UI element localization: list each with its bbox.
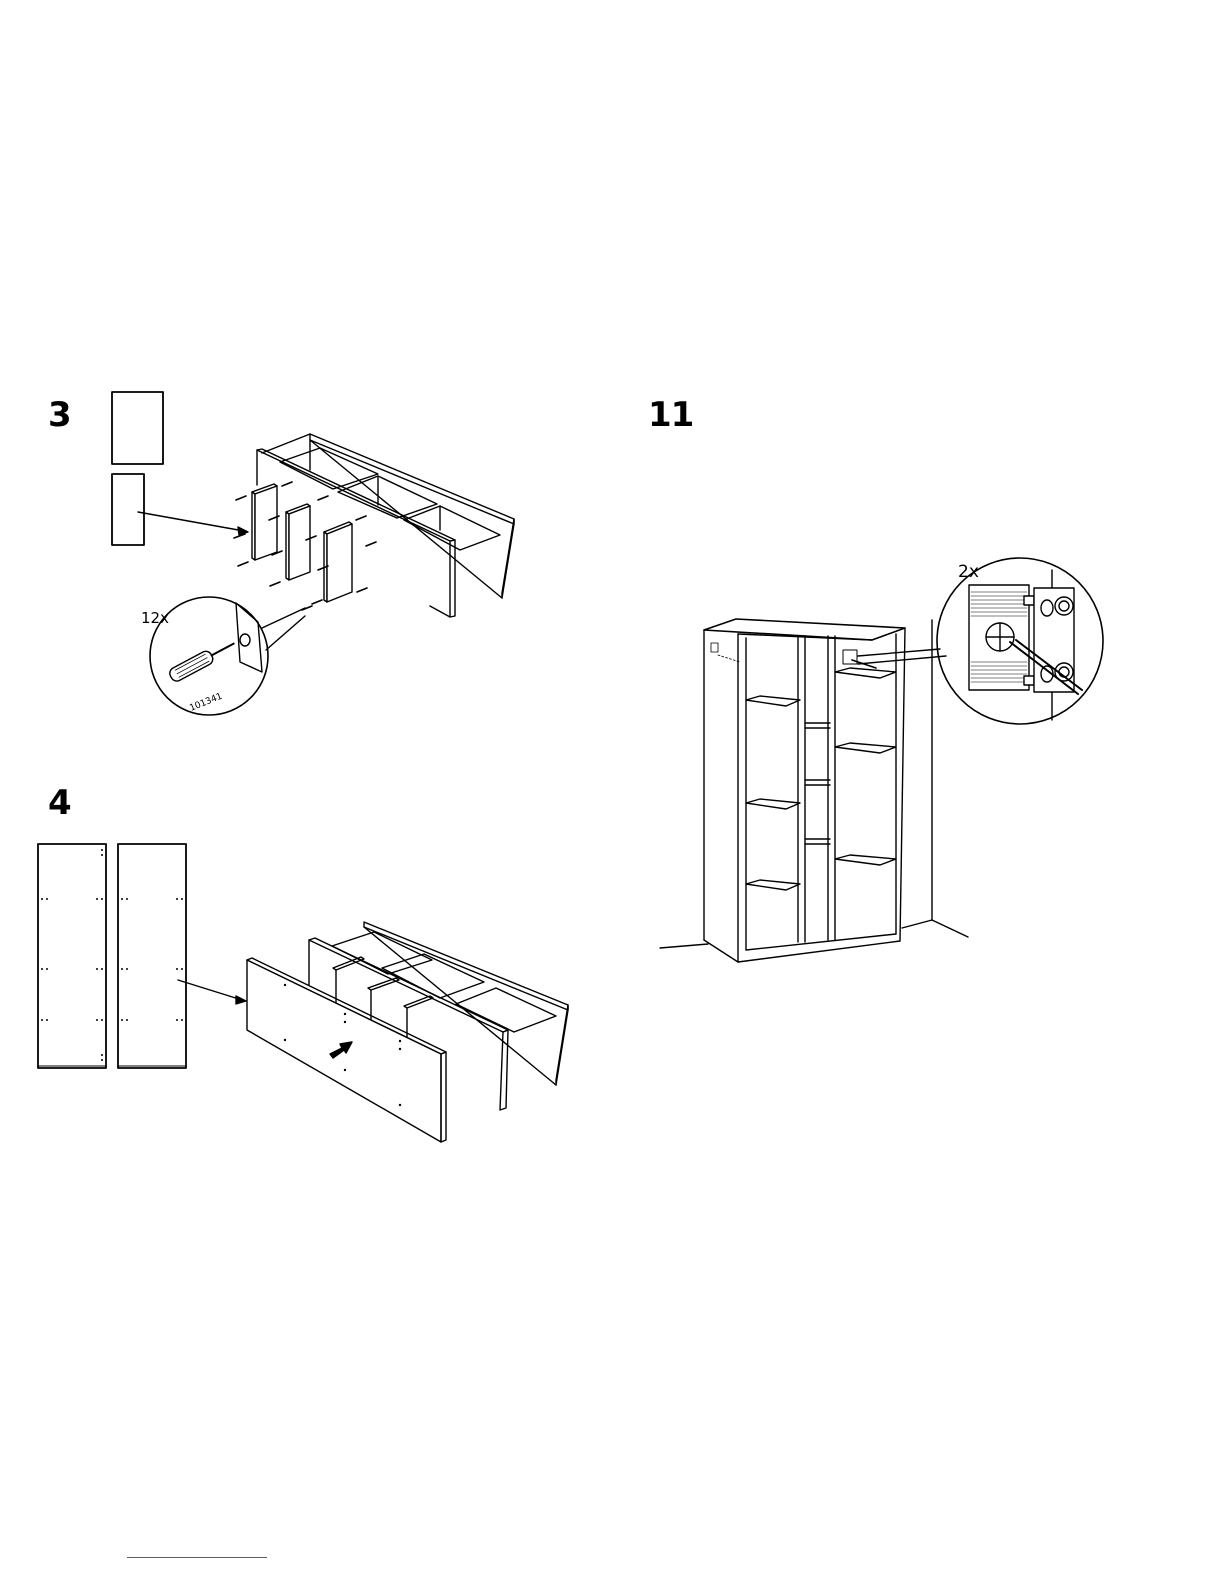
tool-code-label: 101341 <box>188 692 224 714</box>
pointer-arrow <box>138 512 244 531</box>
quantity-label-2x: 2x <box>958 562 979 582</box>
part-panel-small <box>112 474 144 545</box>
side-panel-right <box>118 844 186 1068</box>
footer-link-underline <box>127 1557 267 1558</box>
step-3-illustration: 12x 101341 <box>112 392 514 715</box>
quantity-label-12x: 12x <box>141 609 169 627</box>
step-4-illustration <box>38 844 568 1142</box>
step-11-illustration: 2x <box>660 558 1103 962</box>
side-panel-left <box>38 844 106 1068</box>
part-panel-large <box>112 392 163 464</box>
